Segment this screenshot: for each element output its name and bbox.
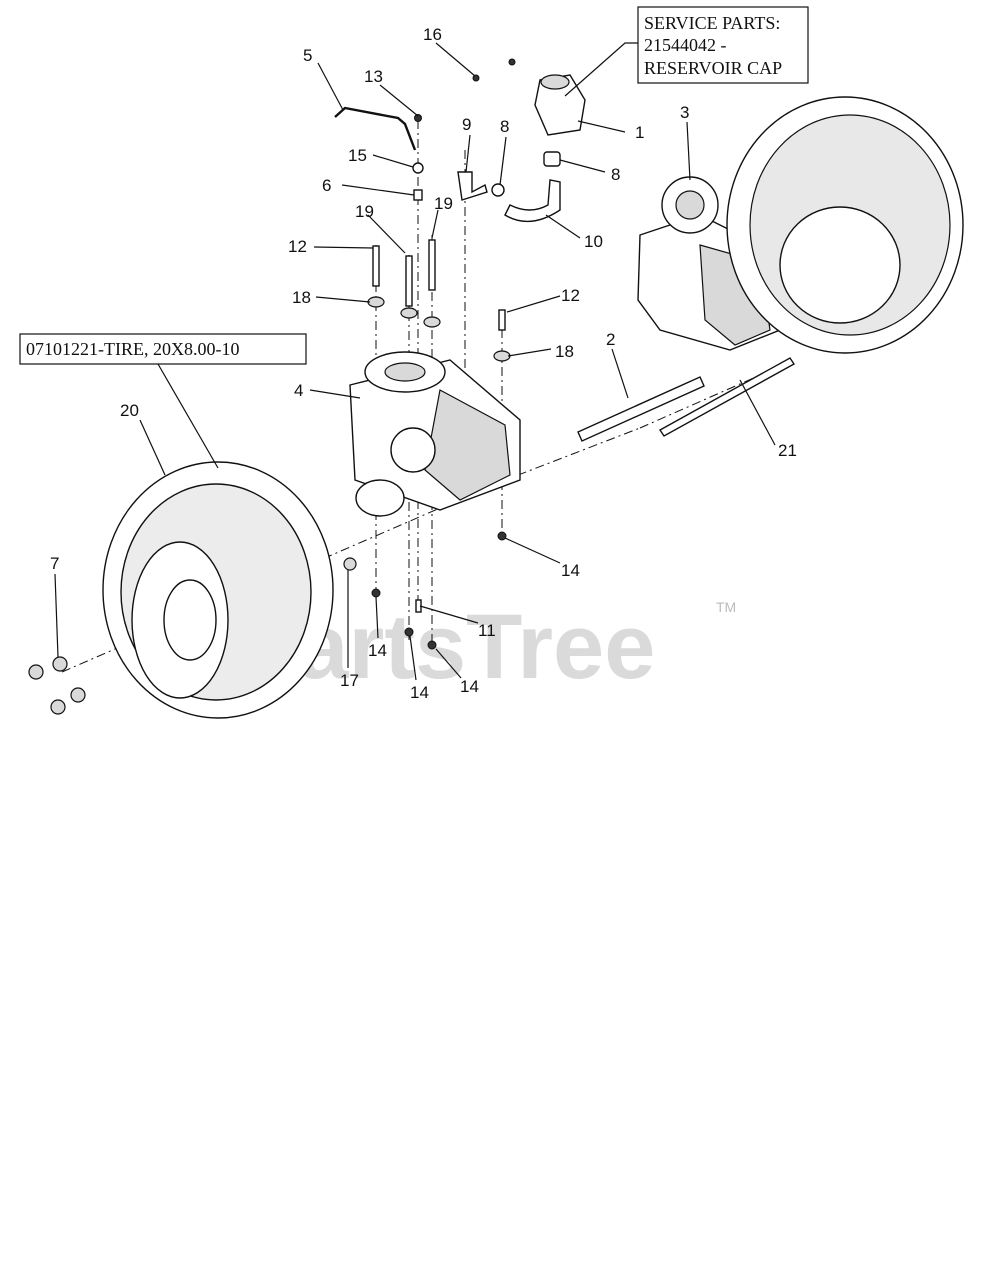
part-number-1: 1 xyxy=(635,123,644,142)
part-number-3: 3 xyxy=(680,103,689,122)
service-parts-callout-box xyxy=(637,6,809,84)
part-number-17: 17 xyxy=(340,671,359,690)
tire-callout-leader xyxy=(157,363,219,469)
service-parts-line-2: 21544042 - xyxy=(644,35,727,55)
part-number-15: 15 xyxy=(348,146,367,165)
part-number-4: 4 xyxy=(294,381,303,400)
part-number-8-top: 8 xyxy=(500,117,509,136)
service-parts-line-3: RESERVOIR CAP xyxy=(644,58,782,78)
part-number-14-right: 14 xyxy=(561,561,580,580)
left-rear-tire xyxy=(102,461,334,719)
part-number-20: 20 xyxy=(120,401,139,420)
lug-nuts xyxy=(28,656,86,715)
part-number-12-right: 12 xyxy=(561,286,580,305)
part-number-8-right: 8 xyxy=(611,165,620,184)
part-numbers: 5 13 16 15 6 19 19 12 18 9 8 1 8 10 3 12… xyxy=(50,25,797,702)
part-number-16: 16 xyxy=(423,25,442,44)
part-number-19-right: 19 xyxy=(434,194,453,213)
small-hardware xyxy=(334,106,511,650)
watermark-tm: TM xyxy=(716,599,736,615)
part-number-7: 7 xyxy=(50,554,59,573)
part-number-19-left: 19 xyxy=(355,202,374,221)
part-number-10: 10 xyxy=(584,232,603,251)
part-number-21: 21 xyxy=(778,441,797,460)
axle-shafts xyxy=(577,357,796,442)
part-number-18-right: 18 xyxy=(555,342,574,361)
reservoir-and-fittings xyxy=(457,58,586,223)
part-number-14-bottom: 14 xyxy=(410,683,429,702)
part-number-14-left: 14 xyxy=(368,641,387,660)
service-parts-line-1: SERVICE PARTS: xyxy=(644,13,780,33)
part-number-13: 13 xyxy=(364,67,383,86)
part-number-2: 2 xyxy=(606,330,615,349)
part-number-11: 11 xyxy=(478,621,496,640)
part-number-9: 9 xyxy=(462,115,471,134)
part-number-18-left: 18 xyxy=(292,288,311,307)
right-rear-tire xyxy=(726,96,964,354)
part-number-12-left: 12 xyxy=(288,237,307,256)
part-leaders xyxy=(54,42,776,681)
part-number-6: 6 xyxy=(322,176,331,195)
tire-callout-text: 07101221-TIRE, 20X8.00-10 xyxy=(26,339,239,359)
tire-callout-box xyxy=(19,333,307,365)
left-transaxle-assembly xyxy=(349,351,521,517)
part-number-5: 5 xyxy=(303,46,312,65)
part-number-14-lower-right: 14 xyxy=(460,677,479,696)
service-parts-leader xyxy=(564,42,638,97)
